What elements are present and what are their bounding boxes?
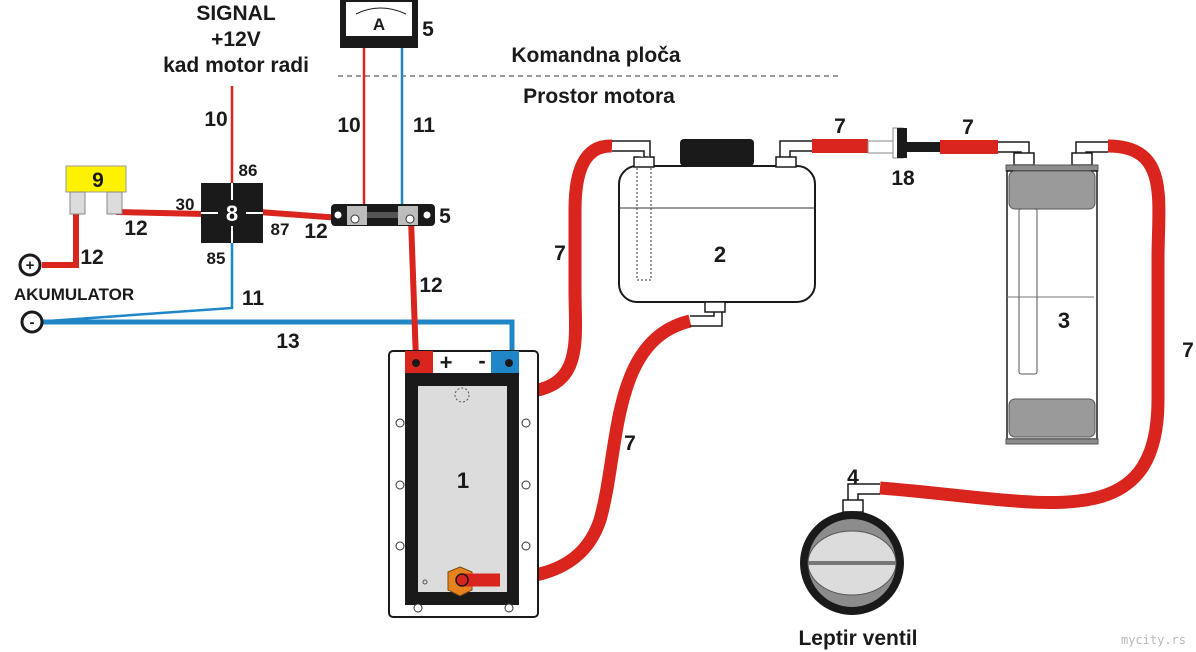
signal-title: SIGNAL (196, 2, 276, 25)
hose-nut-connection (455, 573, 469, 587)
check-valve-id: 18 (891, 167, 915, 190)
wire-label-11-ground: 11 (242, 287, 265, 310)
shunt (331, 204, 435, 226)
cell-plus-symbol: + (440, 350, 453, 375)
battery-label: AKUMULATOR (14, 285, 134, 304)
water-tank (612, 139, 816, 327)
wire-label-12-fuse-relay: 12 (124, 217, 147, 240)
hose-label-7-tank-check: 7 (834, 115, 846, 138)
battery-negative-terminal: - (20, 310, 44, 334)
relay-pin-87: 87 (271, 220, 290, 239)
bubbler (998, 141, 1108, 445)
wire-label-11-ammeter: 11 (413, 114, 436, 137)
tank-id: 2 (714, 242, 726, 267)
wire-label-12-relay-shunt: 12 (304, 220, 327, 243)
butterfly-valve-label: Leptir ventil (798, 627, 917, 650)
hose-label-7-check-bubbler: 7 (962, 116, 974, 139)
fuse-id: 9 (92, 169, 104, 192)
signal-condition: kad motor radi (163, 54, 309, 77)
wire-label-12-shunt-cell: 12 (419, 274, 442, 297)
relay-pin-86: 86 (239, 161, 258, 180)
cell-minus-symbol: - (478, 348, 485, 373)
wire-12-battery-fuse (42, 212, 79, 268)
butterfly-valve (800, 483, 904, 615)
ammeter-glyph: A (373, 15, 385, 34)
minus-symbol: - (30, 314, 35, 331)
valve-id: 4 (847, 466, 859, 489)
hose-7-cell-to-tank (520, 139, 613, 399)
wire-11-ground (33, 240, 234, 324)
signal-voltage: +12V (211, 28, 261, 51)
wire-label-12-battery-fuse: 12 (80, 246, 103, 269)
watermark: mycity.rs (1121, 633, 1186, 647)
wire-12-fuse-relay (115, 209, 206, 217)
engine-bay-label: Prostor motora (523, 85, 675, 108)
check-valve (867, 127, 940, 159)
wire-13-ground (34, 319, 515, 360)
hose-label-7-tank-bottom: 7 (624, 432, 636, 455)
dashboard-label: Komandna ploča (511, 44, 681, 67)
relay-pin-30: 30 (176, 195, 195, 214)
relay-id: 8 (226, 201, 238, 226)
relay-pin-85: 85 (207, 249, 226, 268)
hose-label-7-cell-tank: 7 (554, 242, 566, 265)
ammeter-id: 5 (422, 18, 434, 41)
ammeter: A (340, 0, 418, 48)
wire-label-13-ground: 13 (276, 330, 299, 353)
fuse (65, 165, 127, 215)
plus-symbol: + (26, 257, 35, 274)
wire-label-10-ammeter: 10 (337, 114, 360, 137)
battery-positive-terminal: + (18, 253, 42, 277)
bubbler-id: 3 (1058, 308, 1070, 333)
wire-12-shunt-cell (408, 218, 419, 361)
relay: 8 (201, 183, 263, 243)
hose-label-7-bubbler-valve: 7 (1182, 339, 1194, 362)
hho-cell (388, 350, 539, 618)
shunt-id: 5 (439, 205, 451, 228)
cell-id: 1 (457, 468, 469, 493)
wire-label-10-signal: 10 (204, 108, 227, 131)
hose-7-bubbler-to-valve (879, 139, 1166, 509)
